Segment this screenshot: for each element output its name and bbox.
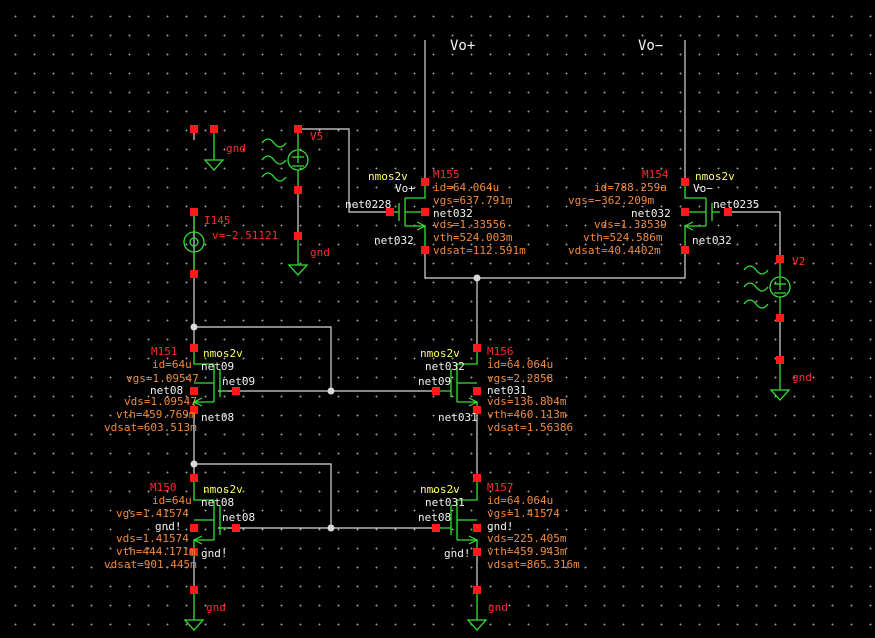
m151-vdsat: vdsat=603.513m bbox=[104, 421, 197, 434]
m156-vds: vds=136.804m bbox=[487, 395, 567, 408]
m154-vdsat: vdsat=40.4402m bbox=[568, 244, 661, 257]
m150-model: nmos2v bbox=[203, 483, 243, 496]
m150-source-net: gnd! bbox=[201, 547, 228, 560]
m154-source-net: net032 bbox=[692, 234, 732, 247]
m155-id: id=64.064u bbox=[433, 181, 499, 194]
m156-vgs: vgs=2.2858 bbox=[487, 372, 553, 385]
m156-body-net: net031 bbox=[487, 384, 527, 397]
m157-vds: vds=225.405m bbox=[487, 532, 567, 545]
ground-symbol-4: gnd bbox=[183, 586, 226, 631]
m151-id: id=64u bbox=[152, 358, 192, 371]
m156-gate-net: net09 bbox=[418, 375, 451, 388]
voltage-source-v5[interactable]: V5 bbox=[261, 125, 323, 194]
m154-id: id=788.259a bbox=[594, 181, 667, 194]
v2-name: V2 bbox=[792, 255, 805, 268]
transistor-m150[interactable]: M150 nmos2v net08 net08 gnd! gnd! id=64u… bbox=[104, 474, 255, 571]
i145-name: I145 bbox=[204, 214, 231, 227]
m155-vth: vth=524.003m bbox=[433, 231, 513, 244]
transistor-m157[interactable]: M157 nmos2v net031 net08 gnd! gnd! id=64… bbox=[418, 474, 580, 571]
m150-id: id=64u bbox=[152, 494, 192, 507]
ground-symbol-5: gnd bbox=[466, 586, 508, 631]
m151-vgs: vgs=1.09547 bbox=[126, 372, 199, 385]
output-label-von: Vo− bbox=[638, 38, 663, 54]
m151-vds: vds=1.09547 bbox=[124, 395, 197, 408]
m150-drain-net: net08 bbox=[201, 496, 234, 509]
ground-symbol-1: gnd bbox=[203, 125, 246, 171]
wires bbox=[190, 40, 781, 590]
ground-label-2: gnd bbox=[310, 246, 330, 259]
m154-model: nmos2v bbox=[695, 170, 735, 183]
i145-value: v=−2.51121 bbox=[212, 229, 278, 242]
m156-drain-net: net032 bbox=[425, 360, 465, 373]
m154-drain-net: Vo− bbox=[693, 182, 713, 195]
output-label-vop: Vo+ bbox=[450, 38, 475, 54]
m155-model: nmos2v bbox=[368, 170, 408, 183]
m154-vds: vds=1.33539 bbox=[594, 218, 667, 231]
m154-vgs: vgs=−362.209m bbox=[568, 194, 654, 207]
current-source-i145[interactable]: I145 v=−2.51121 bbox=[183, 208, 278, 278]
transistor-m154[interactable]: M154 nmos2v Vo− net0235 net032 net032 id… bbox=[568, 168, 759, 257]
m150-vds: vds=1.41574 bbox=[116, 532, 189, 545]
m155-vdsat: vdsat=112.591m bbox=[433, 244, 526, 257]
m155-drain-net: Vo+ bbox=[395, 182, 415, 195]
m155-gate-net: net0228 bbox=[345, 198, 391, 211]
m157-body-net: gnd! bbox=[487, 520, 514, 533]
m156-vdsat: vdsat=1.56386 bbox=[487, 421, 573, 434]
ground-label-4: gnd bbox=[206, 601, 226, 614]
m150-name: M150 bbox=[150, 481, 177, 494]
m157-gate-net: net08 bbox=[418, 511, 451, 524]
transistor-m151[interactable]: M151 nmos2v net09 net09 net08 net08 id=6… bbox=[104, 344, 255, 434]
m154-vth: vth=524.586m bbox=[583, 231, 663, 244]
ground-label-1: gnd bbox=[226, 142, 246, 155]
m151-gate-net: net09 bbox=[222, 375, 255, 388]
v5-name: V5 bbox=[310, 130, 323, 143]
m156-name: M156 bbox=[487, 345, 514, 358]
m150-vgs: vgs=1.41574 bbox=[116, 507, 189, 520]
m155-body-net: net032 bbox=[433, 207, 473, 220]
m154-name: M154 bbox=[642, 168, 669, 181]
ground-symbol-2: gnd bbox=[287, 232, 330, 276]
m157-source-net: gnd! bbox=[444, 547, 471, 560]
m151-vth: vth=459.769m bbox=[116, 408, 196, 421]
m157-drain-net: net031 bbox=[425, 496, 465, 509]
m157-vgs: vgs=1.41574 bbox=[487, 507, 560, 520]
m151-body-net: net08 bbox=[150, 384, 183, 397]
m150-body-net: gnd! bbox=[155, 520, 182, 533]
m151-drain-net: net09 bbox=[201, 360, 234, 373]
ground-symbol-3: gnd bbox=[769, 356, 812, 401]
transistor-m156[interactable]: M156 nmos2v net032 net09 net031 net031 i… bbox=[418, 344, 573, 434]
m155-source-net: net032 bbox=[374, 234, 414, 247]
m157-id: id=64.064u bbox=[487, 494, 553, 507]
m150-vdsat: vdsat=901.445m bbox=[104, 558, 197, 571]
m150-vth: vth=444.171m bbox=[116, 545, 196, 558]
m156-id: id=64.064u bbox=[487, 358, 553, 371]
m155-vds: vds=1.33556 bbox=[433, 218, 506, 231]
m150-gate-net: net08 bbox=[222, 511, 255, 524]
m151-source-net: net08 bbox=[201, 411, 234, 424]
m156-source-net: net031 bbox=[438, 411, 478, 424]
m156-model: nmos2v bbox=[420, 347, 460, 360]
m151-model: nmos2v bbox=[203, 347, 243, 360]
m157-name: M157 bbox=[487, 481, 514, 494]
ground-label-5: gnd bbox=[488, 601, 508, 614]
m157-vth: vth=459.943m bbox=[487, 545, 567, 558]
transistor-m155[interactable]: M155 nmos2v Vo+ net0228 net032 net032 id… bbox=[345, 168, 526, 257]
m155-vgs: vgs=637.791m bbox=[433, 194, 513, 207]
m157-model: nmos2v bbox=[420, 483, 460, 496]
ground-label-3: gnd bbox=[792, 371, 812, 384]
m154-gate-net: net0235 bbox=[713, 198, 759, 211]
m155-name: M155 bbox=[433, 168, 460, 181]
m156-vth: vth=460.113m bbox=[487, 408, 567, 421]
voltage-source-v2[interactable]: V2 bbox=[743, 255, 805, 322]
m151-name: M151 bbox=[151, 345, 178, 358]
m157-vdsat: vdsat=865.316m bbox=[487, 558, 580, 571]
pin-markers bbox=[190, 125, 198, 133]
m154-body-net: net032 bbox=[631, 207, 671, 220]
